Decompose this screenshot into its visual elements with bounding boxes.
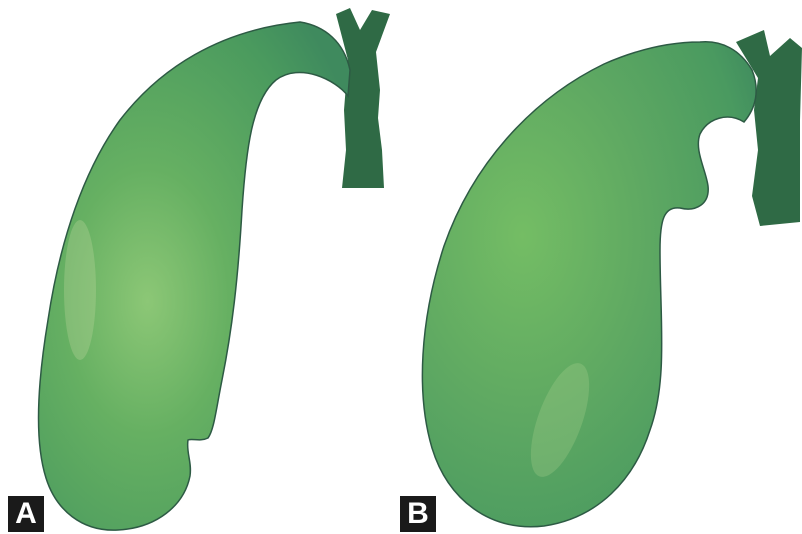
panel-b-organ xyxy=(422,42,756,527)
panel-label-b: B xyxy=(400,496,436,532)
panel-label-a: A xyxy=(8,496,44,532)
panel-a-duct xyxy=(336,8,390,188)
panel-a-illustration xyxy=(39,8,390,530)
panel-b-duct xyxy=(736,30,802,226)
panel-b-illustration xyxy=(422,30,802,527)
panel-a-highlight xyxy=(64,220,96,360)
